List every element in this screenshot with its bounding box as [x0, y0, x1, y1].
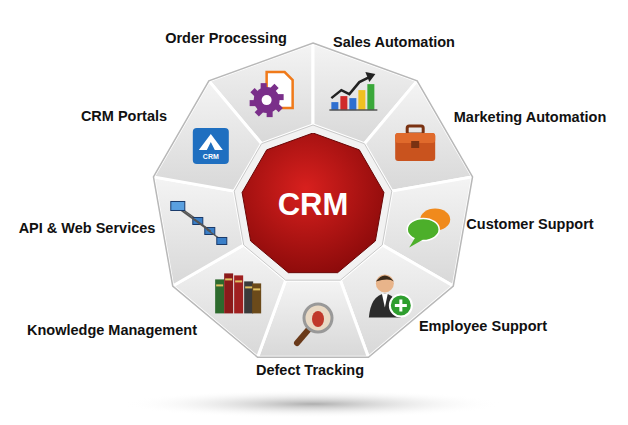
segment-label: Employee Support	[417, 316, 549, 336]
function-label: Order Processing	[163, 28, 289, 48]
briefcase-icon	[395, 126, 435, 161]
segment-label: API & Web Services	[17, 218, 158, 238]
hub-title: CRM	[241, 187, 385, 223]
order-icon	[250, 72, 293, 117]
segment-label: Customer Support	[464, 214, 595, 234]
segment-label: CRM Portals	[79, 106, 169, 126]
network-icon	[171, 201, 227, 244]
function-label: Marketing Automation	[452, 107, 609, 127]
hub-node: CRM	[241, 133, 385, 277]
icons	[171, 72, 450, 343]
segment-label: Knowledge Management	[25, 320, 199, 340]
ring	[153, 43, 472, 357]
function-label: Defect Tracking	[254, 360, 366, 380]
function-label: API & Web Services	[17, 218, 158, 238]
function-label: CRM Portals	[79, 106, 169, 126]
segment-label: Order Processing	[163, 28, 289, 48]
hub-rim	[234, 125, 392, 280]
chart-icon	[329, 72, 377, 110]
portal-icon	[193, 128, 229, 164]
icon-caption: CRM	[203, 153, 219, 161]
function-label: Knowledge Management	[25, 320, 199, 340]
employee-icon	[369, 274, 412, 317]
books-icon	[215, 273, 261, 313]
magnifier-icon	[297, 304, 332, 343]
function-label: Employee Support	[417, 316, 549, 336]
segment-label: Sales Automation	[331, 32, 457, 52]
segment-label: Defect Tracking	[254, 360, 366, 380]
ring-border	[153, 43, 472, 357]
drop-shadow	[123, 390, 503, 418]
chat-icon	[407, 208, 450, 247]
ring-segment	[153, 177, 243, 286]
segment-label: Marketing Automation	[452, 107, 609, 127]
function-label: Sales Automation	[331, 32, 457, 52]
function-label: Customer Support	[464, 214, 595, 234]
